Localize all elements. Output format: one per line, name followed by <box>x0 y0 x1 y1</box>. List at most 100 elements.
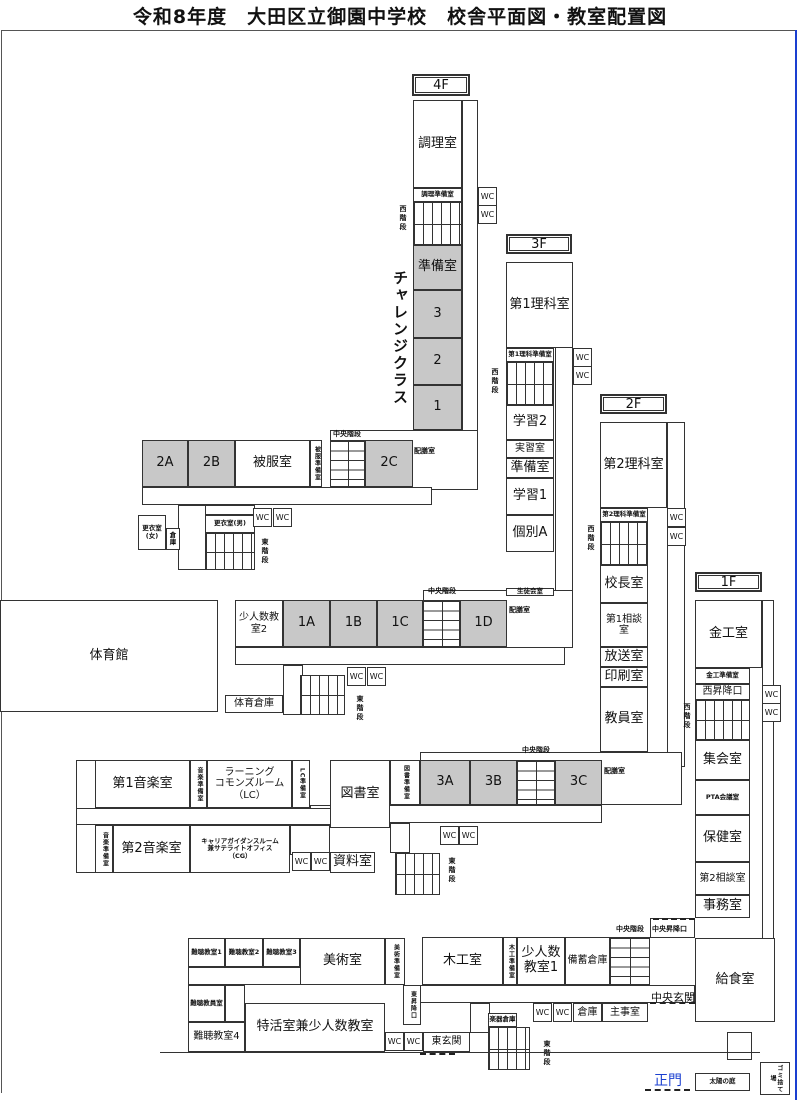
room-deaf-staff: 難聴教員室 <box>188 985 225 1022</box>
floor-label-1f: 1F <box>695 572 762 592</box>
room-study1: 学習1 <box>506 478 554 515</box>
room-indivA: 個別A <box>506 515 554 552</box>
restroom-wc: WC <box>347 667 366 686</box>
room-gym: 体育館 <box>0 600 218 712</box>
corridor <box>142 487 432 505</box>
corridor <box>235 647 565 665</box>
room-r3C: 3C <box>555 760 602 805</box>
restroom-wc: WC <box>253 508 272 527</box>
room-wood: 木工室 <box>422 937 503 985</box>
restroom-wc: WC <box>440 826 459 845</box>
corridor <box>225 985 245 1022</box>
room-janitor: 主事室 <box>602 1003 648 1022</box>
central-stairs-label: 中央階段 <box>522 746 550 754</box>
restroom-wc: WC <box>478 187 497 206</box>
main-gate-label: 正門 <box>654 1073 682 1089</box>
room-assembly: 集会室 <box>695 740 750 780</box>
room-r1C: 1C <box>377 600 423 647</box>
room-r1B: 1B <box>330 600 377 647</box>
staircase <box>517 760 555 805</box>
room-storage1: 倉庫 <box>573 1003 602 1022</box>
west-stairs-label: 西階段 <box>683 703 691 730</box>
staircase <box>413 202 462 245</box>
room-sci1: 第1理科室 <box>506 262 573 348</box>
room-east-shoe: 東昇降口 <box>403 985 421 1025</box>
restroom-wc: WC <box>292 852 311 871</box>
room-stock: 備蓄倉庫 <box>565 937 610 985</box>
room-r2A: 2A <box>142 440 188 487</box>
restroom-wc: WC <box>404 1032 423 1051</box>
central-stairs-label: 中央階段 <box>616 925 644 933</box>
serving-room-label: 配膳室 <box>509 606 530 614</box>
restroom-wc: WC <box>273 508 292 527</box>
room-wood-prep: 木工準備室 <box>503 937 517 985</box>
room-pta: PTA会議室 <box>695 780 750 815</box>
room-lunch: 給食室 <box>695 938 775 1022</box>
west-stairs-label: 西階段 <box>491 368 499 395</box>
staircase <box>488 1027 530 1070</box>
courtyard-box <box>727 1032 752 1060</box>
east-stairs-label: 東階段 <box>448 857 456 884</box>
staircase <box>610 937 650 985</box>
room-instrument: 楽器倉庫 <box>488 1013 517 1027</box>
room-archive: 資料室 <box>330 852 375 873</box>
room-cooking: 調理室 <box>413 100 462 188</box>
room-practice: 実習室 <box>506 440 554 458</box>
room-office: 事務室 <box>695 895 750 918</box>
room-study2: 学習2 <box>506 405 554 440</box>
restroom-wc: WC <box>385 1032 404 1051</box>
page-title: 令和8年度 大田区立御園中学校 校舎平面図・教室配置図 <box>132 6 668 28</box>
room-music1: 第1音楽室 <box>95 760 190 808</box>
room-art-prep: 美術準備室 <box>385 938 405 985</box>
restroom-wc: WC <box>667 508 686 527</box>
room-c2: 2 <box>413 338 462 385</box>
room-print: 印刷室 <box>600 667 648 687</box>
room-cooking-prep: 調理準備室 <box>413 188 462 202</box>
room-sci2: 第2理科室 <box>600 422 667 508</box>
room-consult2: 第2相談室 <box>695 862 750 895</box>
staircase <box>506 362 554 405</box>
room-prep3: 準備室 <box>506 458 554 478</box>
room-c3: 3 <box>413 290 462 338</box>
room-music-prep2: 音楽準備室 <box>95 825 113 873</box>
central-shoe-door <box>653 918 695 920</box>
staircase <box>395 853 440 895</box>
restroom-wc: WC <box>667 527 686 546</box>
room-deaf1: 難聴教室1 <box>188 938 225 967</box>
corridor <box>462 100 478 445</box>
room-small2: 少人数教室2 <box>235 600 283 647</box>
floor-label-3f: 3F <box>506 234 572 254</box>
room-cg: キャリアガイダンスルーム 兼サテライトオフィス （CG） <box>190 825 290 873</box>
room-lc-prep: LC準備室 <box>292 760 310 808</box>
room-r3A: 3A <box>420 760 470 805</box>
room-metal-prep: 金工準備室 <box>695 668 750 684</box>
room-r2C: 2C <box>365 440 413 487</box>
room-west-shoe: 西昇降口 <box>695 684 750 700</box>
central-entrance-door <box>650 1002 695 1004</box>
room-council: 生徒会室 <box>506 588 554 596</box>
room-metal: 金工室 <box>695 600 762 668</box>
restroom-wc: WC <box>367 667 386 686</box>
restroom-wc: WC <box>573 348 592 367</box>
room-deaf2: 難聴教室2 <box>225 938 263 967</box>
restroom-wc: WC <box>459 826 478 845</box>
room-consult1: 第1相談室 <box>600 603 648 647</box>
staircase <box>600 522 648 565</box>
boundary-line <box>160 1052 760 1053</box>
room-library: 図書室 <box>330 760 390 828</box>
east-stairs-label: 東階段 <box>543 1040 551 1067</box>
room-gym-store: 体育倉庫 <box>225 695 283 713</box>
room-sci2-prep: 第2理科準備室 <box>600 508 648 522</box>
room-music2: 第2音楽室 <box>113 825 190 873</box>
room-sewing: 被服室 <box>235 440 310 487</box>
room-health: 保健室 <box>695 815 750 862</box>
room-r3B: 3B <box>470 760 517 805</box>
room-east-entrance: 東玄関 <box>423 1032 470 1052</box>
room-sci1-prep: 第1理科準備室 <box>506 348 554 362</box>
east-entrance-door <box>420 1053 455 1055</box>
challenge-class-label: チャレンジクラス <box>391 270 409 406</box>
corridor <box>390 823 410 853</box>
room-c1: 1 <box>413 385 462 430</box>
room-r1D: 1D <box>460 600 507 647</box>
